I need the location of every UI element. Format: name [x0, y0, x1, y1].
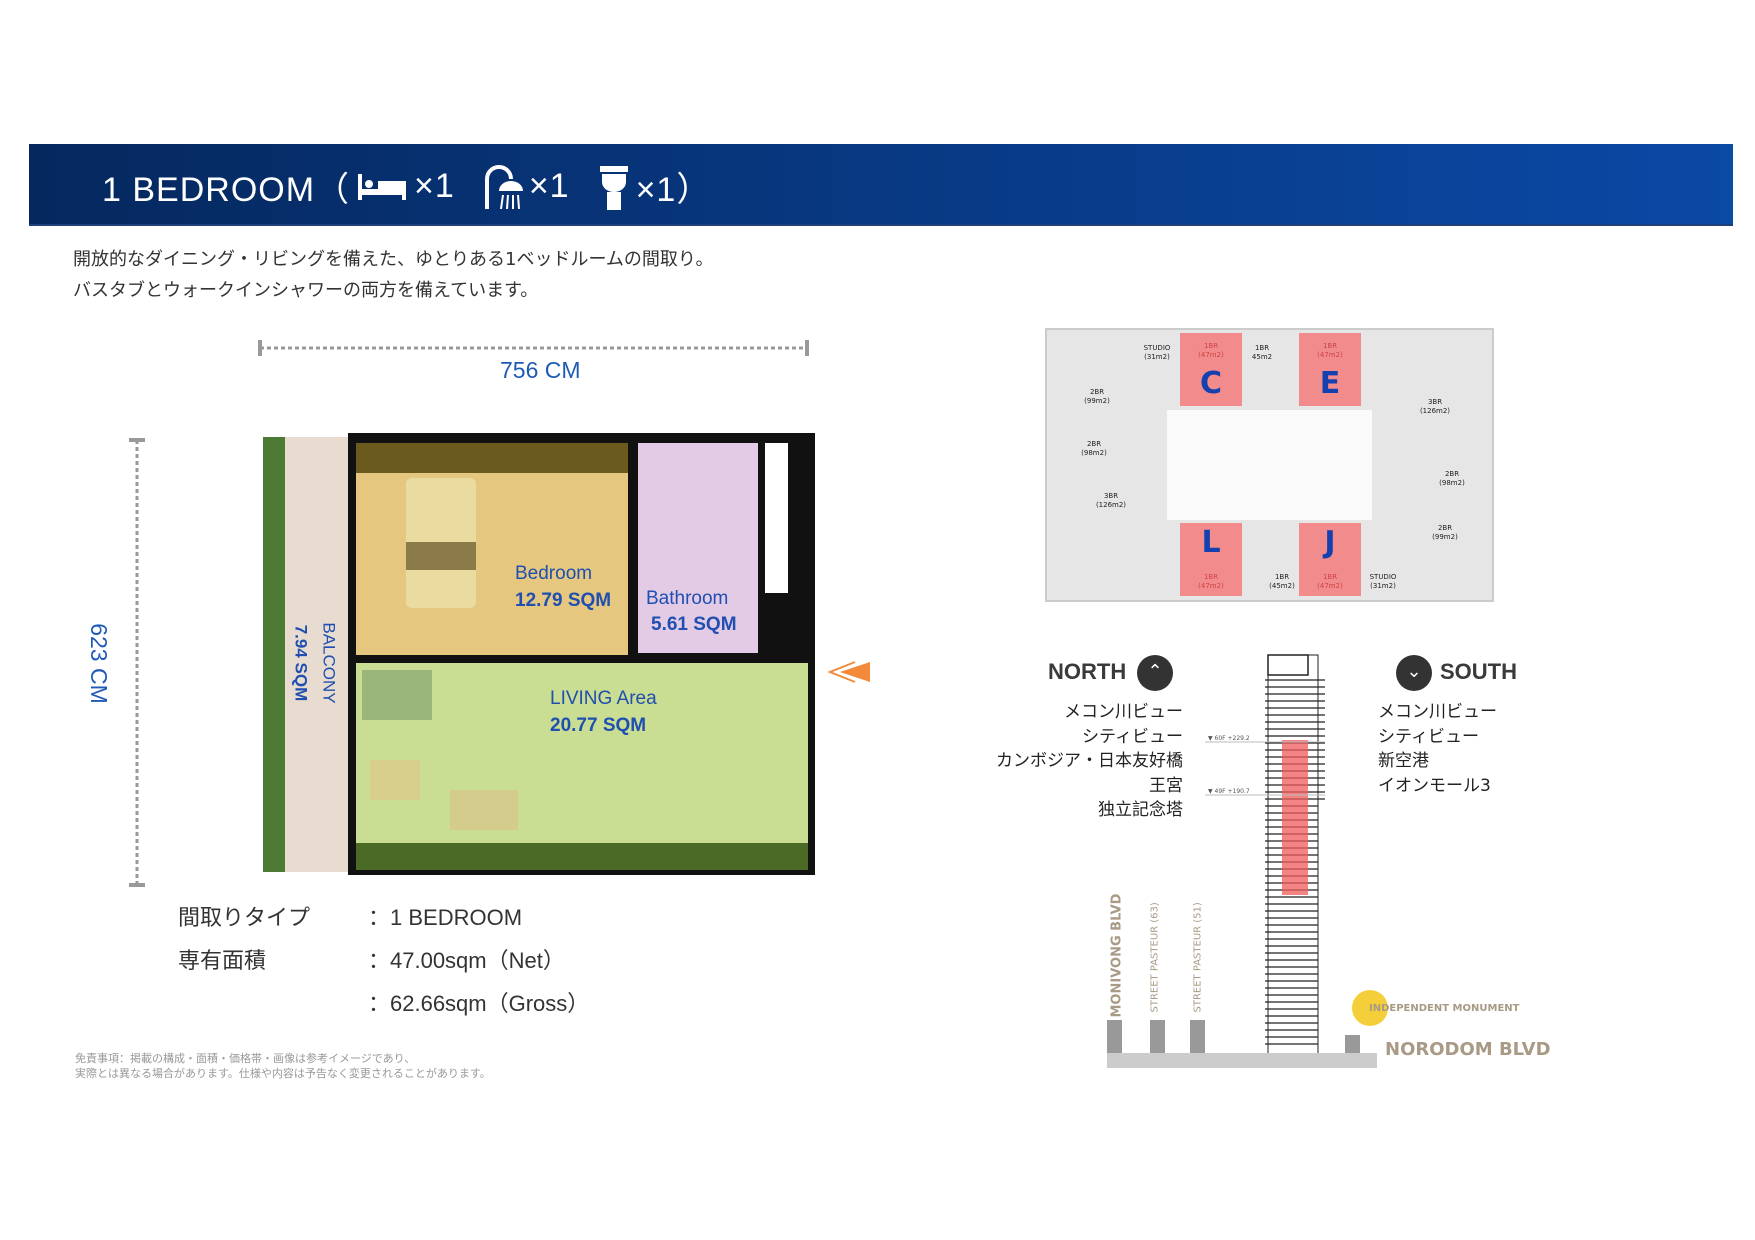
description-line: 開放的なダイニング・リビングを備えた、ゆとりある1ベッドルームの間取り。	[73, 249, 714, 270]
view-item: カンボジア・日本友好橋	[996, 751, 1183, 771]
spec-label: 間取りタイプ	[178, 905, 311, 930]
boulevard-label: NORODOM BLVD	[1385, 1039, 1551, 1060]
unit-label: STUDIO (31m2)	[1143, 344, 1171, 361]
north-label: NORTH	[1048, 659, 1127, 684]
unit-label: 1BR (45m2)	[1269, 573, 1295, 590]
room-name: Bathroom	[646, 588, 729, 609]
description-line: バスタブとウォークインシャワーの両方を備えています。	[73, 280, 539, 301]
view-item: 王宮	[1149, 775, 1183, 796]
unit-highlight-e[interactable]: E	[1299, 333, 1361, 406]
chevron-down-icon: ⌄	[1396, 655, 1432, 691]
view-item: シティビュー	[1082, 726, 1183, 747]
unit-label: 2BR (99m2)	[1084, 388, 1110, 405]
bedroom	[356, 473, 628, 655]
unit-highlight-l[interactable]: L	[1180, 523, 1242, 596]
unit-label: 2BR (98m2)	[1081, 440, 1107, 457]
dining-table	[450, 790, 518, 830]
disclaimer: 免責事項：掲載の構成・面積・価格帯・画像は参考イメージであり、	[75, 1052, 416, 1065]
tower-elevation	[1107, 654, 1388, 1068]
unit-label: 1BR (47m2)	[1317, 573, 1343, 590]
unit-letter: E	[1319, 366, 1341, 401]
south-views: メコン川ビュー シティビュー 新空港 イオンモール3	[1378, 700, 1497, 798]
height-label: 623 CM	[85, 623, 112, 704]
unit-label: 1BR (47m2)	[1198, 342, 1224, 359]
unit-floor-highlight	[1282, 740, 1308, 895]
entrance-arrow-icon	[827, 661, 870, 683]
room-area: 7.94 SQM	[291, 624, 311, 702]
street-label: STREET PASTEUR (63)	[1149, 902, 1161, 1013]
core	[1167, 410, 1372, 520]
street-label: STREET PASTEUR (51)	[1192, 902, 1204, 1013]
unit-label: 2BR (99m2)	[1432, 524, 1458, 541]
unit-letter: L	[1201, 525, 1221, 560]
unit-highlight-c[interactable]: C	[1180, 333, 1242, 406]
monument-marker	[1352, 990, 1388, 1026]
view-item: メコン川ビュー	[1378, 702, 1497, 722]
level-marker: ▼ 60F +229.2	[1208, 735, 1250, 742]
unit-label: STUDIO (31m2)	[1369, 573, 1397, 590]
spec-value: ：62.66sqm（Gross）	[368, 991, 590, 1016]
toilet-count: ×1）	[635, 171, 712, 209]
sofa	[362, 670, 432, 720]
floorplan-drawing	[129, 340, 870, 887]
shower-count: ×1	[528, 167, 570, 205]
spec-value: ：1 BEDROOM	[368, 905, 523, 930]
room-area: 12.79 SQM	[515, 590, 612, 611]
disclaimer: 実際とは異なる場合があります。仕様や内容は予告なく変更されることがあります。	[75, 1067, 491, 1080]
room-area: 5.61 SQM	[651, 614, 737, 635]
monument-label: INDEPENDENT MONUMENT	[1369, 1003, 1520, 1014]
view-item: 新空港	[1378, 751, 1429, 771]
height-dimension-line	[129, 438, 145, 887]
room-name: LIVING Area	[550, 688, 657, 709]
bathroom	[638, 443, 758, 653]
view-item: 独立記念塔	[1098, 800, 1183, 820]
key-plan: C E L J STUDIO (31m2) 1BR (47m2) 1BR 45m…	[1045, 328, 1494, 602]
shower-icon	[484, 164, 523, 209]
bed-count: ×1	[414, 167, 455, 205]
street-label: MONIVONG BLVD	[1109, 893, 1125, 1018]
view-item: メコン川ビュー	[1064, 702, 1183, 722]
unit-highlight-j[interactable]: J	[1299, 523, 1361, 596]
width-label: 756 CM	[500, 357, 581, 383]
chevron-up-icon: ⌃	[1137, 655, 1173, 691]
room-name: BALCONY	[319, 622, 339, 704]
north-views: メコン川ビュー シティビュー カンボジア・日本友好橋 王宮 独立記念塔	[996, 700, 1183, 823]
south-label: SOUTH	[1440, 659, 1517, 684]
unit-letter: J	[1324, 525, 1336, 560]
unit-letter: C	[1199, 366, 1223, 401]
unit-label: 3BR (126m2)	[1419, 398, 1451, 415]
room-area: 20.77 SQM	[550, 715, 647, 736]
coffee-table	[370, 760, 420, 800]
unit-label: 3BR (126m2)	[1095, 492, 1127, 509]
unit-label: 1BR 45m2	[1251, 344, 1273, 361]
view-item: イオンモール3	[1378, 775, 1491, 796]
planter	[263, 437, 285, 872]
unit-label: 2BR (98m2)	[1439, 470, 1465, 487]
unit-type-title: 1 BEDROOM（	[102, 171, 351, 209]
view-item: シティビュー	[1378, 726, 1479, 747]
bed-icon	[358, 173, 407, 200]
unit-label: 1BR (47m2)	[1317, 342, 1343, 359]
title-banner: 1 BEDROOM（ ×1 ×1 ×1）	[29, 144, 1733, 226]
width-dimension-line	[258, 340, 809, 356]
level-marker: ▼ 49F +190.7	[1208, 788, 1250, 795]
spec-label: 専有面積	[178, 948, 267, 973]
spec-value: ：47.00sqm（Net）	[368, 948, 565, 973]
unit-label: 1BR (47m2)	[1198, 573, 1224, 590]
ground	[1107, 1053, 1377, 1068]
toilet-icon	[599, 165, 628, 210]
room-name: Bedroom	[515, 563, 593, 584]
